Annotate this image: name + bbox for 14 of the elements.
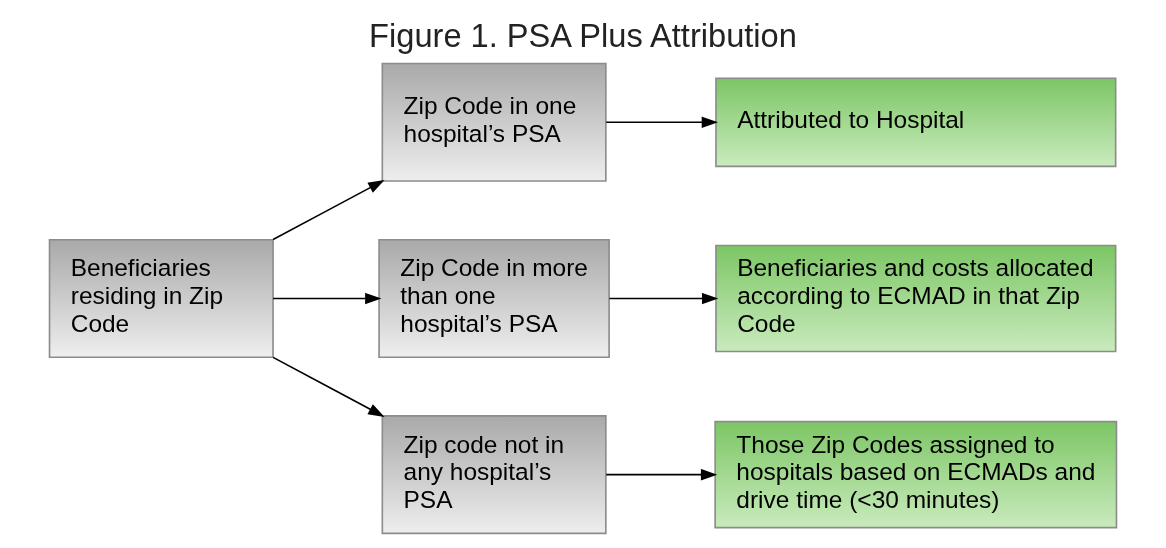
node-box: Attributed to Hospital xyxy=(715,77,1117,168)
node-box: Beneficiaries and costs allocated according to ECMAD in that Zip Code xyxy=(715,244,1117,353)
arrow xyxy=(605,116,719,128)
arrow xyxy=(608,292,719,305)
arrow xyxy=(272,356,385,417)
arrow xyxy=(605,468,718,481)
node-box: Beneficiaries residing in Zip Code xyxy=(48,238,274,358)
node-box: Those Zip Codes assigned to hospitals based on ECMADs and drive time (<30 minutes) xyxy=(714,420,1118,529)
node-box: Zip Code in more than one hospital’s PSA xyxy=(378,238,610,358)
node-box: Zip Code in one hospital’s PSA xyxy=(381,62,607,182)
node-box: Zip code not in any hospital’s PSA xyxy=(381,415,607,535)
arrow xyxy=(272,179,385,241)
diagram-title: Figure 1. PSA Plus Attribution xyxy=(369,17,797,55)
arrow xyxy=(272,292,382,305)
